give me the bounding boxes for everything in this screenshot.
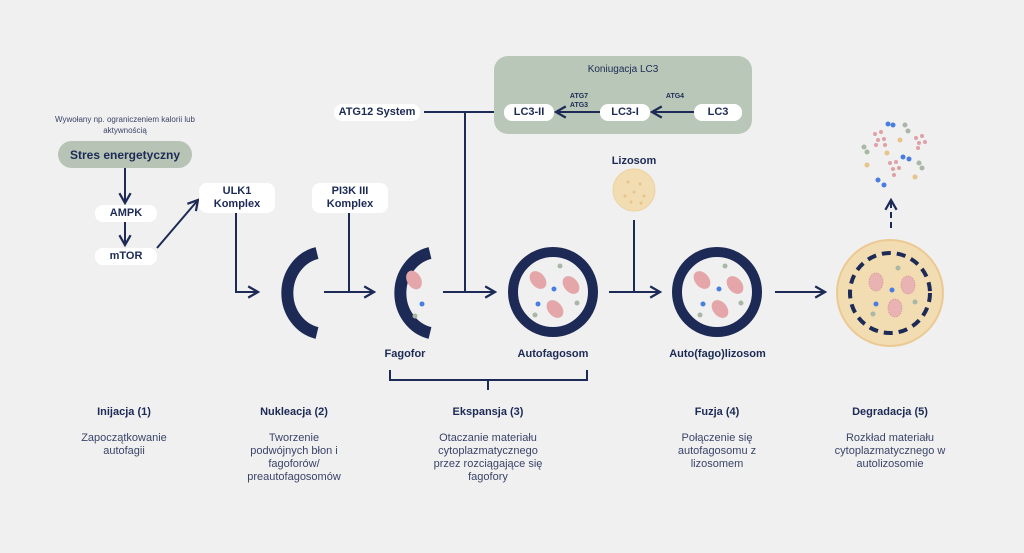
enzyme-atg3: ATG3 xyxy=(569,102,589,109)
arrow-ulk1-membrane xyxy=(235,213,261,299)
stage-4: Fuzja (4) Połączenie się autofagosomu z … xyxy=(627,406,807,471)
expansion-bracket xyxy=(389,370,588,381)
degradation-icon xyxy=(836,239,944,347)
mtor-node: mTOR xyxy=(95,248,157,265)
lc3-node: LC3 xyxy=(694,104,742,121)
stage-title: Inijacja (1) xyxy=(97,406,151,418)
stage-title: Degradacja (5) xyxy=(852,406,928,418)
stage-desc: Rozkład materiału cytoplazmatycznego w a… xyxy=(834,432,946,470)
atg12-system-node: ATG12 System xyxy=(334,104,420,121)
lc3-ii-node: LC3-II xyxy=(504,104,554,121)
label-autolizosom: Auto(fago)lizosom xyxy=(669,348,766,360)
stage-desc: Otaczanie materiału cytoplazmatycznego p… xyxy=(433,432,543,483)
ulk1-complex-node: ULK1 Komplex xyxy=(199,183,275,213)
stage-desc: Zapoczątkowanie autofagii xyxy=(81,432,167,457)
stage-desc: Tworzenie podwójnych błon i fagoforów/ p… xyxy=(247,432,341,483)
enzyme-atg4: ATG4 xyxy=(665,93,685,100)
ampk-node: AMPK xyxy=(95,205,157,222)
stage-title: Ekspansja (3) xyxy=(452,406,524,418)
enzyme-atg7: ATG7 xyxy=(569,93,589,100)
pi3k-complex-node: PI3K III Komplex xyxy=(312,183,388,213)
fagofor-icon xyxy=(394,247,432,339)
lizosom-icon xyxy=(612,168,656,212)
stage-3: Ekspansja (3) Otaczanie materiału cytopl… xyxy=(398,406,578,484)
stage-desc: Połączenie się autofagosomu z lizosomem xyxy=(677,432,757,470)
lc3-conjugation-panel xyxy=(494,56,752,134)
lc3-i-node: LC3-I xyxy=(600,104,650,121)
arrow-mtor-ulk1 xyxy=(156,198,200,249)
autofagosom-icon xyxy=(508,247,598,337)
trigger-note: Wywołany np. ograniczeniem kalorii lub a… xyxy=(55,115,195,135)
label-autofagosom: Autofagosom xyxy=(517,348,589,360)
stage-title: Nukleacja (2) xyxy=(260,406,328,418)
autolizosom-icon xyxy=(672,247,762,337)
label-lizosom: Lizosom xyxy=(611,155,657,167)
membrane-crescent-icon xyxy=(281,247,319,339)
degraded-particles-icon xyxy=(861,121,927,188)
stage-5: Degradacja (5) Rozkład materiału cytopla… xyxy=(800,406,980,471)
stress-node: Stres energetyczny xyxy=(58,141,192,168)
lc3-panel-title: Koniugacja LC3 xyxy=(587,64,659,75)
label-fagofor: Fagofor xyxy=(384,348,426,360)
stage-1: Inijacja (1) Zapoczątkowanie autofagii xyxy=(34,406,214,458)
stage-2: Nukleacja (2) Tworzenie podwójnych błon … xyxy=(204,406,384,484)
stage-title: Fuzja (4) xyxy=(694,406,740,418)
